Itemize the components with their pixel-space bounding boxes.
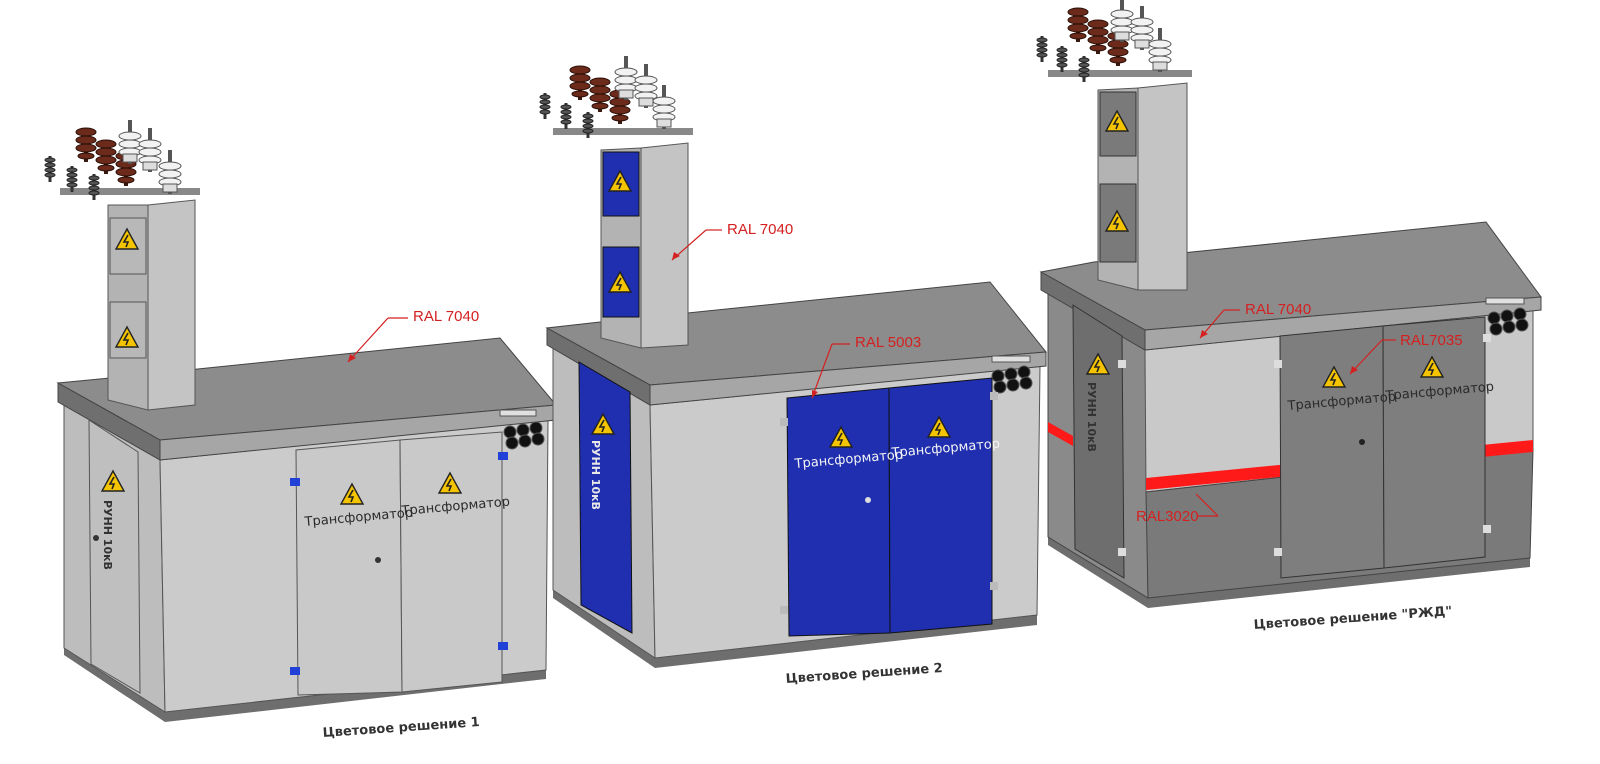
- substation-unit-1: РУНН 10кВ Трансформатор Трансформатор: [44, 119, 557, 741]
- substation-unit-3: РУНН 10кВ Трансформатор Трансформатор: [1036, 0, 1542, 633]
- ral-callout: RAL 7040: [347, 308, 479, 363]
- ral-callout: RAL7035: [1349, 332, 1463, 375]
- ral-callout: RAL 7040: [671, 221, 793, 261]
- ral-callout: RAL3020: [1136, 493, 1219, 525]
- cable-gland-cluster: [503, 421, 545, 450]
- ral-label: RAL7035: [1400, 332, 1463, 349]
- cable-gland-cluster: [991, 365, 1033, 394]
- insulator-assembly: [1036, 0, 1192, 83]
- ral-label: RAL 5003: [855, 334, 921, 351]
- side-door-label: РУНН 10кВ: [101, 500, 114, 570]
- side-door-label: РУНН 10кВ: [1085, 382, 1098, 452]
- unit-caption: Цветовое решение 2: [785, 661, 943, 687]
- ral-label: RAL 7040: [413, 308, 479, 325]
- side-door-label: РУНН 10кВ: [589, 440, 602, 510]
- ral-label: RAL 7040: [1245, 301, 1311, 318]
- ral-callout: RAL 5003: [811, 334, 921, 399]
- ral-label: RAL3020: [1136, 508, 1199, 525]
- ral-label: RAL 7040: [727, 221, 793, 238]
- substation-unit-2: РУНН 10кВ Трансформатор Трансформатор: [539, 55, 1047, 687]
- insulator-assembly: [539, 55, 693, 139]
- cable-gland-cluster: [1487, 307, 1529, 336]
- insulator-assembly: [44, 119, 200, 201]
- unit-caption: Цветовое решение "РЖД": [1253, 604, 1452, 633]
- unit-caption: Цветовое решение 1: [322, 715, 480, 741]
- ral-callout: RAL 7040: [1199, 301, 1311, 339]
